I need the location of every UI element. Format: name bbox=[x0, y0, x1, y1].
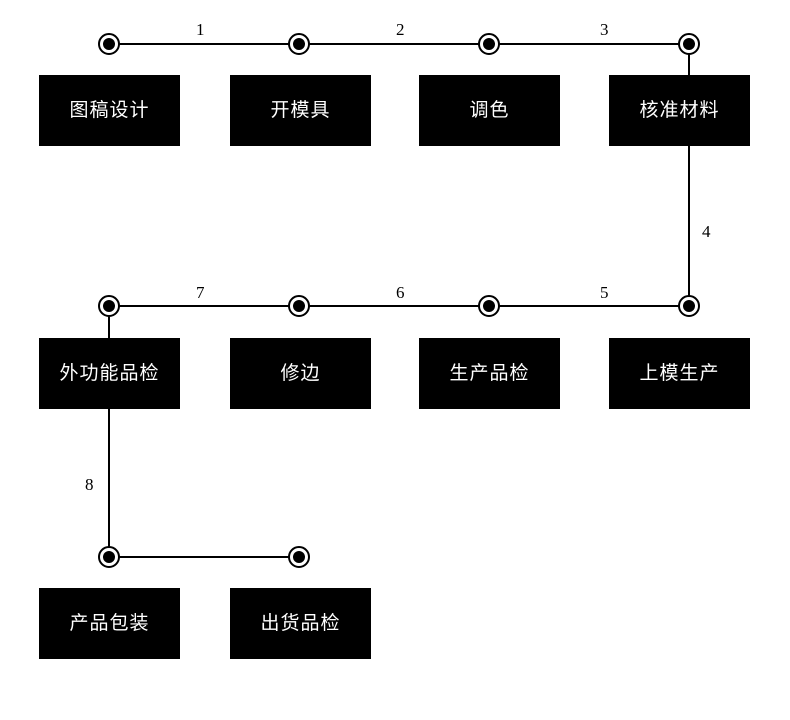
process-step-label: 出货品检 bbox=[260, 613, 341, 634]
process-step-label: 生产品检 bbox=[449, 363, 530, 384]
edge-number-label: 5 bbox=[596, 284, 613, 301]
edge-number-label: 6 bbox=[392, 284, 409, 301]
process-step-box[interactable]: 出货品检 bbox=[230, 588, 371, 659]
process-step-box[interactable]: 产品包装 bbox=[39, 588, 180, 659]
milestone-node[interactable] bbox=[678, 33, 700, 55]
process-step-box[interactable]: 调色 bbox=[419, 75, 560, 146]
process-step-box[interactable]: 核准材料 bbox=[609, 75, 750, 146]
edge-number-label: 3 bbox=[596, 21, 613, 38]
process-step-label: 开模具 bbox=[270, 100, 331, 121]
milestone-node[interactable] bbox=[478, 295, 500, 317]
process-step-box[interactable]: 上模生产 bbox=[609, 338, 750, 409]
process-step-label: 核准材料 bbox=[639, 100, 720, 121]
edge-number-label: 4 bbox=[698, 223, 715, 240]
process-step-box[interactable]: 图稿设计 bbox=[39, 75, 180, 146]
process-step-label: 上模生产 bbox=[639, 363, 720, 384]
milestone-node[interactable] bbox=[98, 546, 120, 568]
process-step-box[interactable]: 外功能品检 bbox=[39, 338, 180, 409]
edge-number-label: 2 bbox=[392, 21, 409, 38]
milestone-node[interactable] bbox=[478, 33, 500, 55]
process-step-box[interactable]: 开模具 bbox=[230, 75, 371, 146]
edge-number-label: 1 bbox=[192, 21, 209, 38]
milestone-node[interactable] bbox=[98, 33, 120, 55]
milestone-node[interactable] bbox=[288, 546, 310, 568]
edge-number-label: 7 bbox=[192, 284, 209, 301]
process-step-label: 产品包装 bbox=[69, 613, 150, 634]
milestone-node[interactable] bbox=[288, 295, 310, 317]
edge-number-label: 8 bbox=[81, 476, 98, 493]
process-step-label: 修边 bbox=[280, 363, 321, 384]
process-step-box[interactable]: 修边 bbox=[230, 338, 371, 409]
process-step-box[interactable]: 生产品检 bbox=[419, 338, 560, 409]
milestone-node[interactable] bbox=[678, 295, 700, 317]
process-step-label: 调色 bbox=[469, 100, 510, 121]
milestone-node[interactable] bbox=[98, 295, 120, 317]
process-step-label: 外功能品检 bbox=[59, 363, 160, 384]
process-step-label: 图稿设计 bbox=[69, 100, 150, 121]
milestone-node[interactable] bbox=[288, 33, 310, 55]
